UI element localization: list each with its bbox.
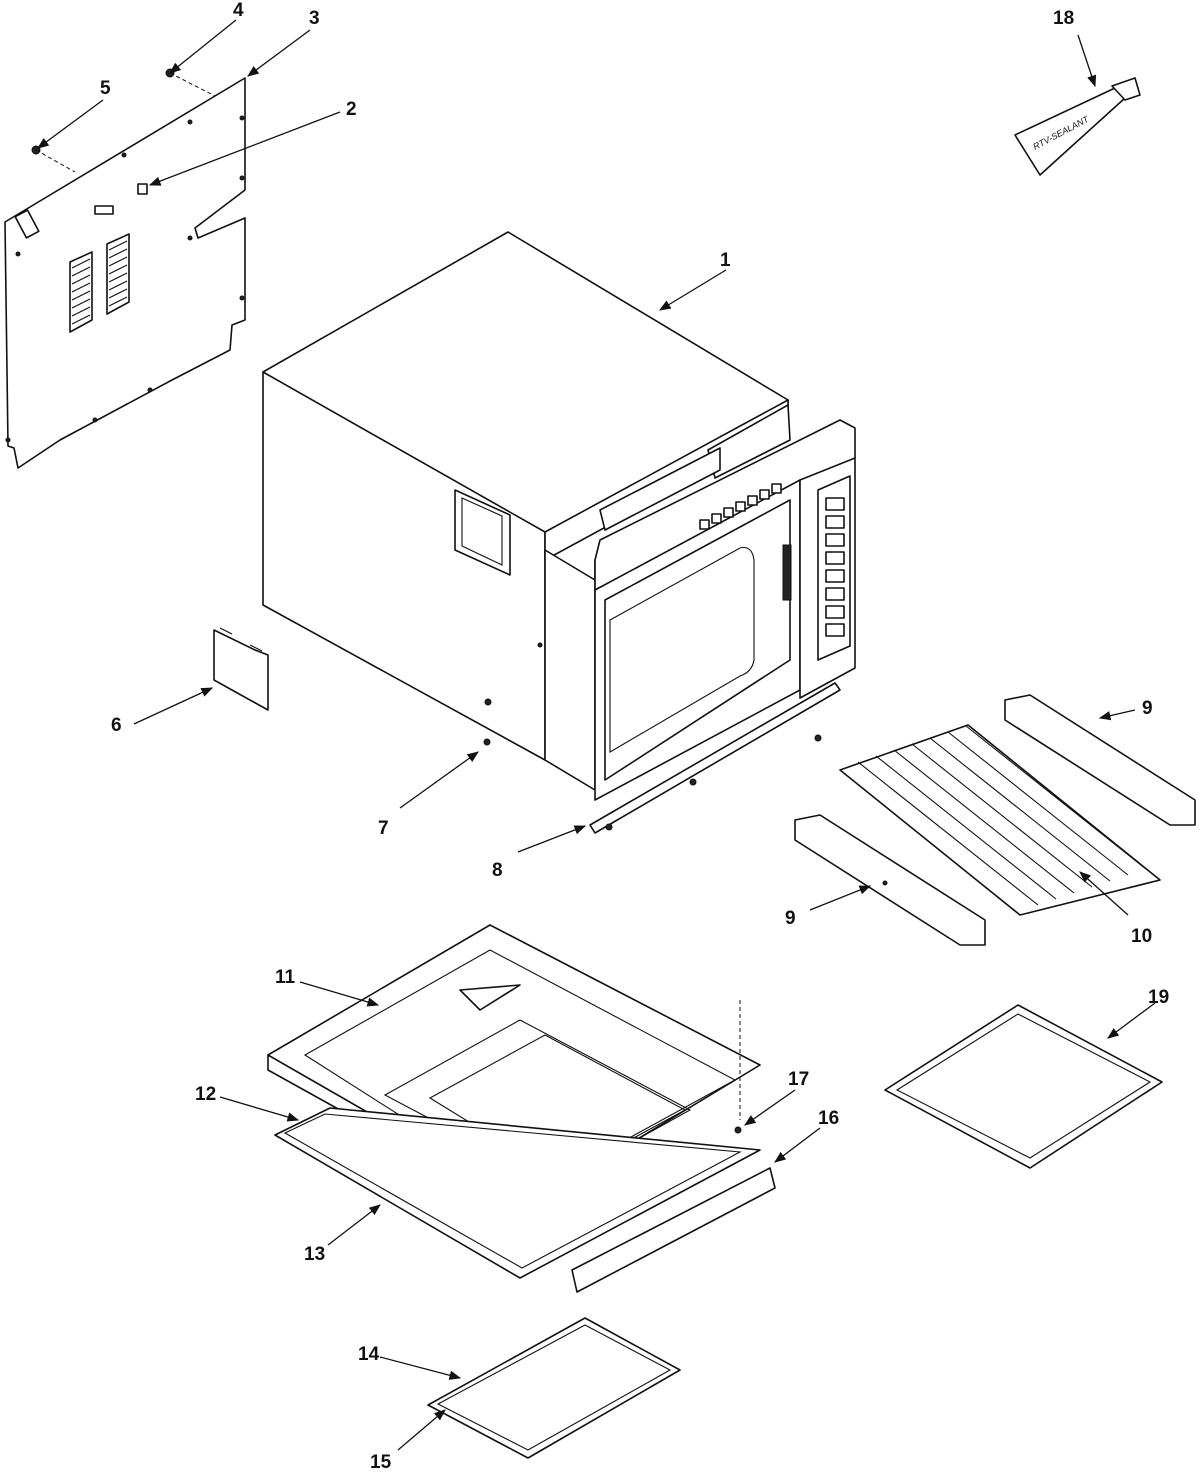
rack-support-top xyxy=(1004,694,1196,826)
callout-19: 19 xyxy=(1148,987,1169,1008)
callout-11: 11 xyxy=(275,967,296,988)
callout-1: 1 xyxy=(720,250,731,271)
leader-lines xyxy=(37,19,1156,1451)
callout-4: 4 xyxy=(233,0,244,21)
callout-15: 15 xyxy=(370,1452,392,1473)
baking-tray xyxy=(884,1004,1163,1169)
display-buttons xyxy=(699,483,782,530)
callout-3: 3 xyxy=(309,8,320,29)
back-panel xyxy=(4,77,246,469)
vent-right xyxy=(106,233,130,315)
callout-18: 18 xyxy=(1053,8,1074,29)
filter-strip xyxy=(571,1167,776,1293)
vent-left xyxy=(69,251,93,333)
callout-14: 14 xyxy=(358,1344,380,1365)
callouts: 1 2 3 4 5 6 7 8 9 9 10 11 12 13 14 15 16… xyxy=(100,0,1169,1473)
clip-icon xyxy=(137,183,148,195)
screw-17-icon xyxy=(734,1126,742,1134)
gasket xyxy=(283,1113,742,1269)
bottom-panel xyxy=(274,1107,761,1279)
oven-cabinet xyxy=(262,231,856,801)
callout-17: 17 xyxy=(788,1069,809,1090)
screw-7-icon xyxy=(483,738,491,746)
callout-6: 6 xyxy=(111,715,122,736)
glass-tray xyxy=(427,1317,681,1459)
callout-9-top: 9 xyxy=(1142,698,1153,719)
callout-10: 10 xyxy=(1131,926,1152,947)
callout-2: 2 xyxy=(346,99,357,120)
callout-5: 5 xyxy=(100,78,111,99)
sealant-tube: RTV-SEALANT xyxy=(1014,77,1141,176)
cover-plate xyxy=(213,629,269,711)
trim-strip xyxy=(589,682,841,834)
callout-8: 8 xyxy=(492,860,503,881)
callout-7: 7 xyxy=(378,818,389,839)
callout-16: 16 xyxy=(818,1108,839,1129)
keypad xyxy=(825,497,845,637)
wire-rack xyxy=(839,724,1161,916)
callout-13: 13 xyxy=(304,1244,325,1265)
callout-9-bottom: 9 xyxy=(785,908,796,929)
callout-12: 12 xyxy=(195,1084,216,1105)
rack-support-bottom xyxy=(794,814,986,946)
